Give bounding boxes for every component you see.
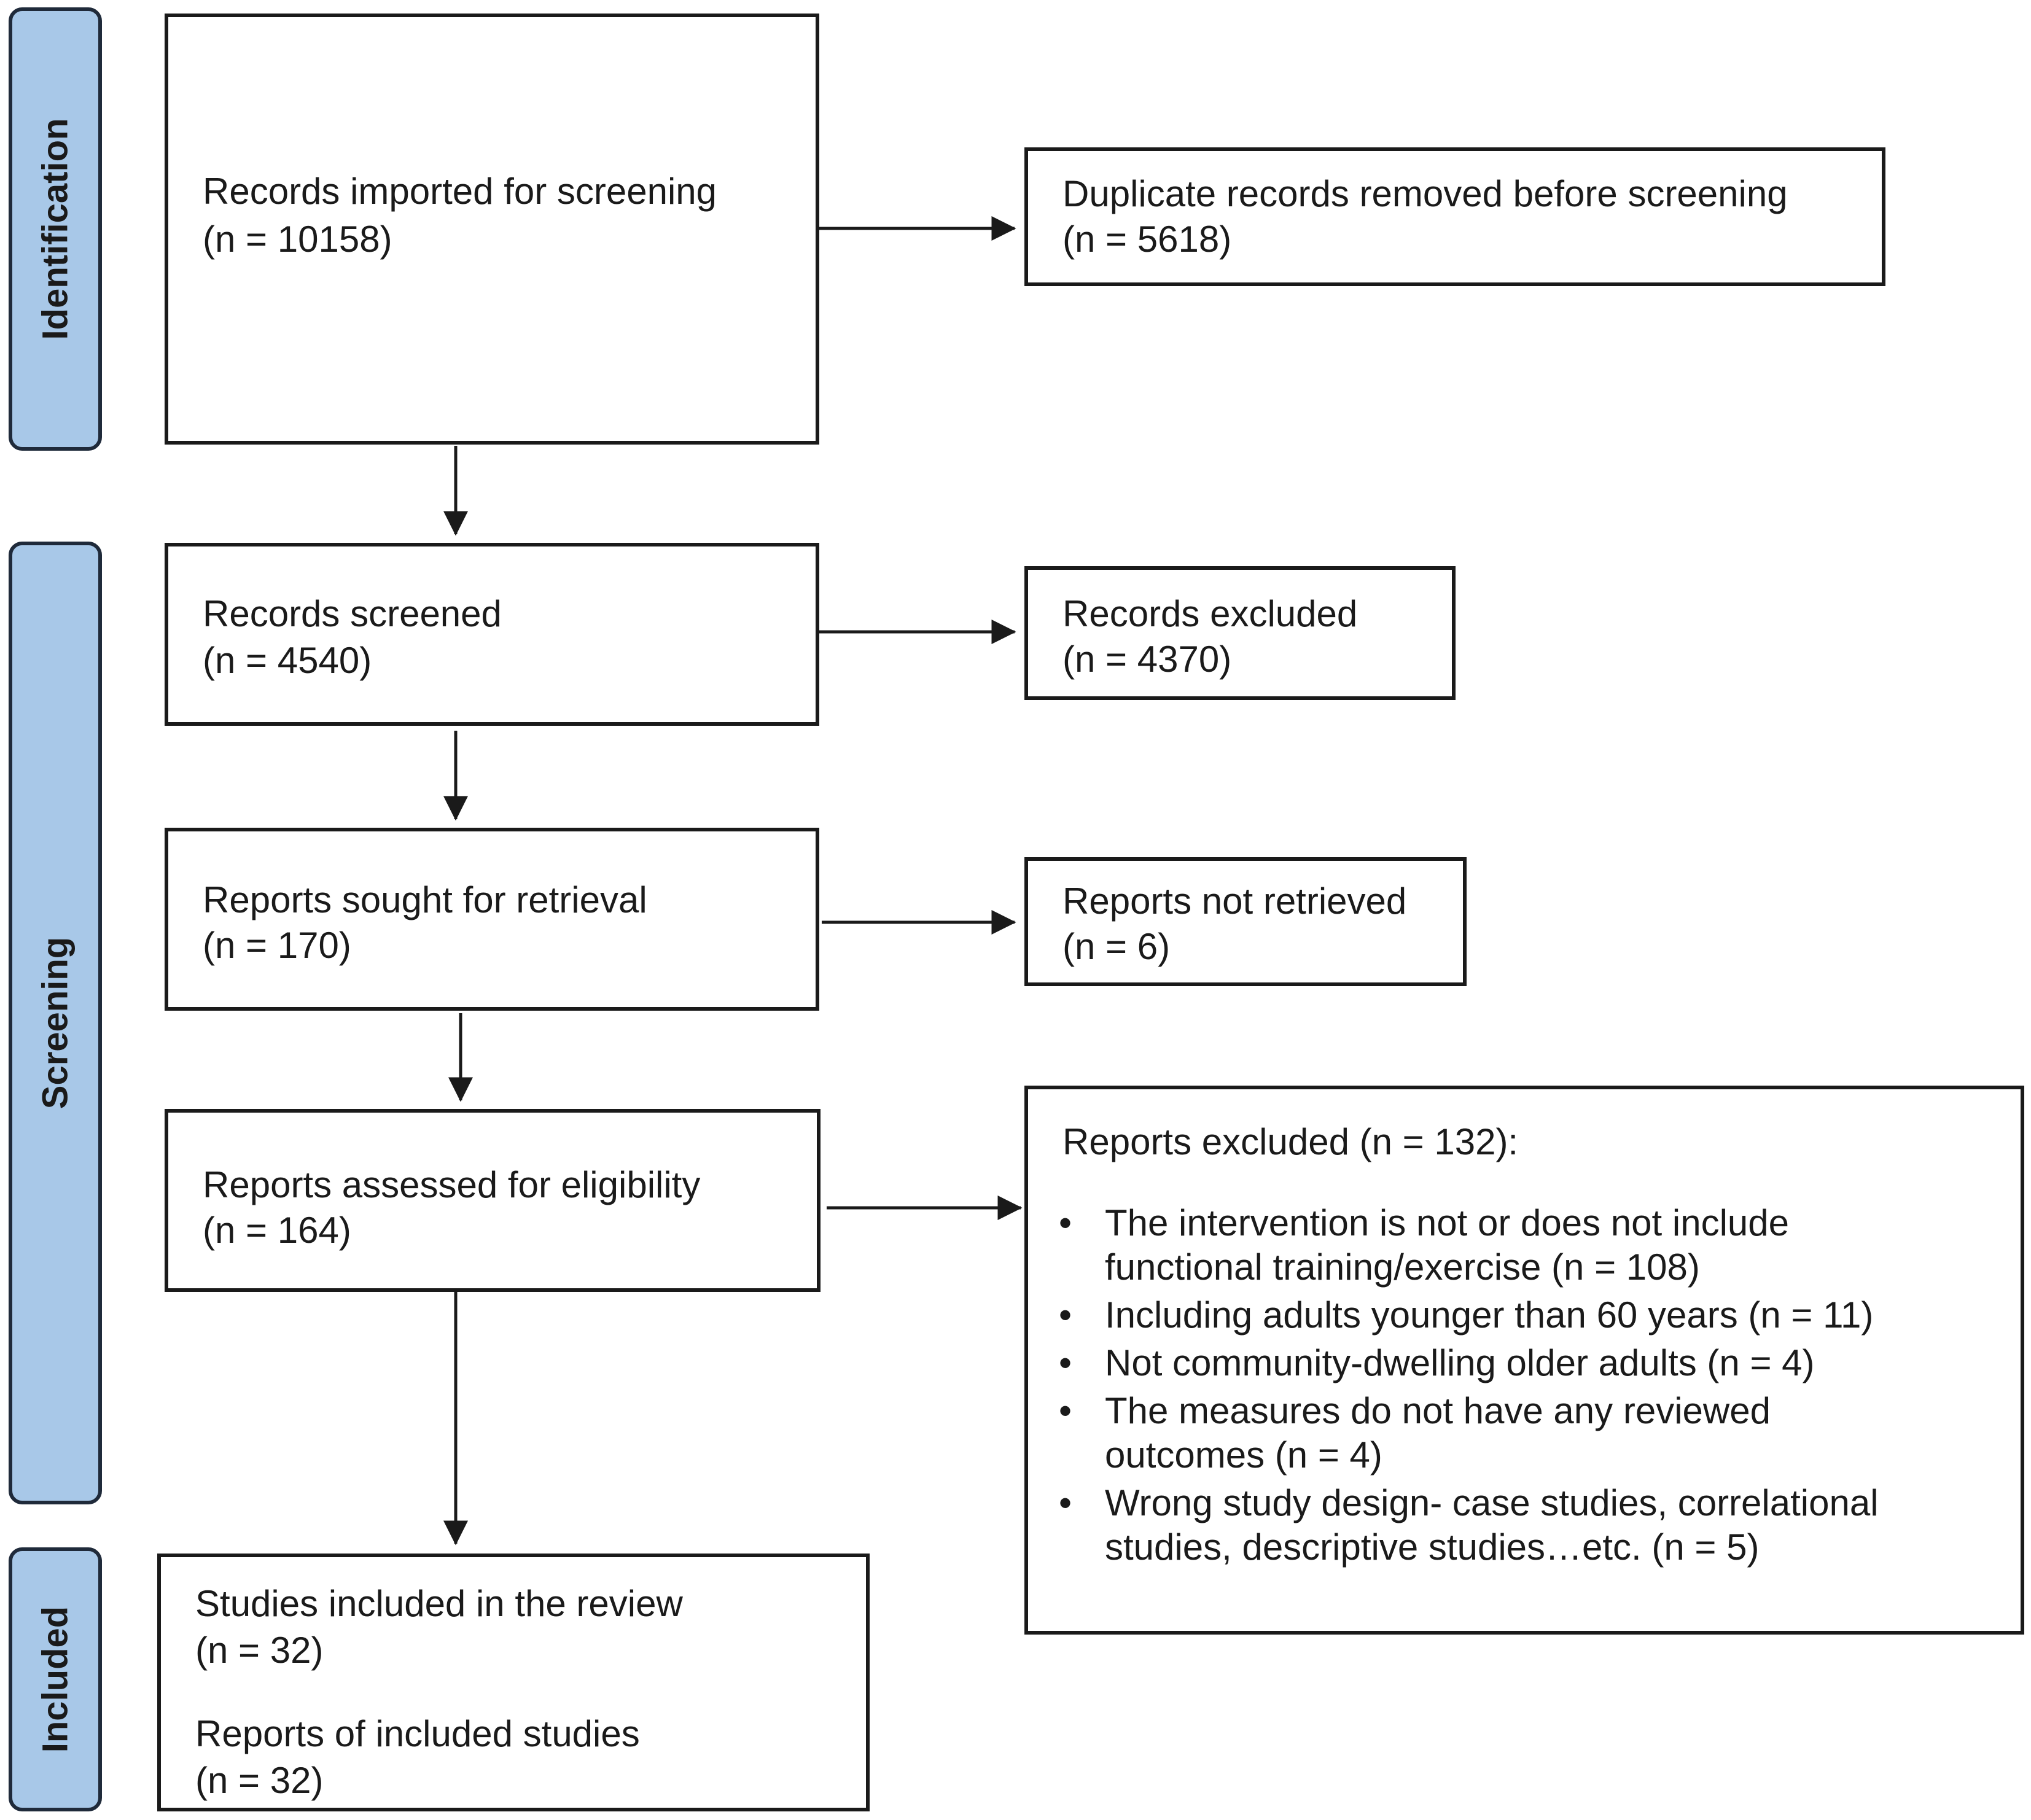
studies-included-label: Studies included in the review bbox=[195, 1583, 683, 1624]
reports-included-label: Reports of included studies bbox=[195, 1713, 640, 1754]
exclusion-reason: Not community-dwelling older adults (n =… bbox=[1028, 1341, 1879, 1385]
reports-not-retrieved-box: Reports not retrieved (n = 6) bbox=[1024, 857, 1467, 986]
exclusion-reason-line: outcomes (n = 4) bbox=[1105, 1434, 1382, 1476]
reports-sought-label: Reports sought for retrieval bbox=[203, 879, 647, 920]
reports-assessed-box: Reports assessed for eligibility (n = 16… bbox=[165, 1109, 821, 1292]
reports-excluded-title: Reports excluded (n = 132): bbox=[1062, 1121, 1519, 1162]
included-box: Studies included in the review (n = 32) … bbox=[157, 1554, 870, 1811]
reports-excluded-box: Reports excluded (n = 132): The interven… bbox=[1024, 1086, 2024, 1635]
records-excluded-label: Records excluded bbox=[1062, 593, 1358, 634]
reports-assessed-label: Reports assessed for eligibility bbox=[203, 1164, 701, 1205]
exclusion-reason-line: Not community-dwelling older adults (n =… bbox=[1105, 1342, 1815, 1383]
duplicates-removed-label: Duplicate records removed before screeni… bbox=[1062, 173, 1788, 214]
exclusion-reason-line: studies, descriptive studies…etc. (n = 5… bbox=[1105, 1526, 1760, 1568]
studies-included-count: (n = 32) bbox=[195, 1630, 324, 1671]
phase-included: Included bbox=[9, 1547, 102, 1811]
records-excluded-count: (n = 4370) bbox=[1062, 639, 1232, 680]
exclusion-reason-line: The measures do not have any reviewed bbox=[1105, 1390, 1771, 1431]
reports-sought-box: Reports sought for retrieval (n = 170) bbox=[165, 828, 819, 1011]
reports-not-retrieved-label: Reports not retrieved bbox=[1062, 881, 1407, 922]
exclusion-reason-line: Wrong study design- case studies, correl… bbox=[1105, 1482, 1879, 1523]
phase-screening: Screening bbox=[9, 542, 102, 1504]
duplicates-removed-count: (n = 5618) bbox=[1062, 219, 1232, 260]
duplicates-removed-box: Duplicate records removed before screeni… bbox=[1024, 147, 1885, 286]
records-excluded-box: Records excluded (n = 4370) bbox=[1024, 566, 1456, 700]
records-screened-box: Records screened (n = 4540) bbox=[165, 543, 819, 726]
exclusion-reason: Wrong study design- case studies, correl… bbox=[1028, 1481, 1879, 1569]
exclusion-reason: The intervention is not or does not incl… bbox=[1028, 1201, 1879, 1289]
records-screened-label: Records screened bbox=[203, 593, 502, 634]
exclusion-reason-line: functional training/exercise (n = 108) bbox=[1105, 1246, 1700, 1288]
records-screened-count: (n = 4540) bbox=[203, 640, 372, 681]
reports-not-retrieved-count: (n = 6) bbox=[1062, 926, 1171, 967]
exclusion-reason: Including adults younger than 60 years (… bbox=[1028, 1293, 1879, 1337]
exclusion-reason-line: Including adults younger than 60 years (… bbox=[1105, 1294, 1874, 1336]
reports-included-count: (n = 32) bbox=[195, 1760, 324, 1801]
records-imported-box: Records imported for screening (n = 1015… bbox=[165, 14, 819, 445]
records-imported-label: Records imported for screening bbox=[203, 171, 717, 212]
reports-sought-count: (n = 170) bbox=[203, 925, 351, 966]
records-imported-count: (n = 10158) bbox=[203, 219, 392, 260]
exclusion-reason-line: The intervention is not or does not incl… bbox=[1105, 1202, 1790, 1243]
phase-identification: Identification bbox=[9, 7, 102, 451]
exclusion-reason: The measures do not have any reviewed ou… bbox=[1028, 1389, 1879, 1477]
reports-assessed-count: (n = 164) bbox=[203, 1210, 351, 1251]
